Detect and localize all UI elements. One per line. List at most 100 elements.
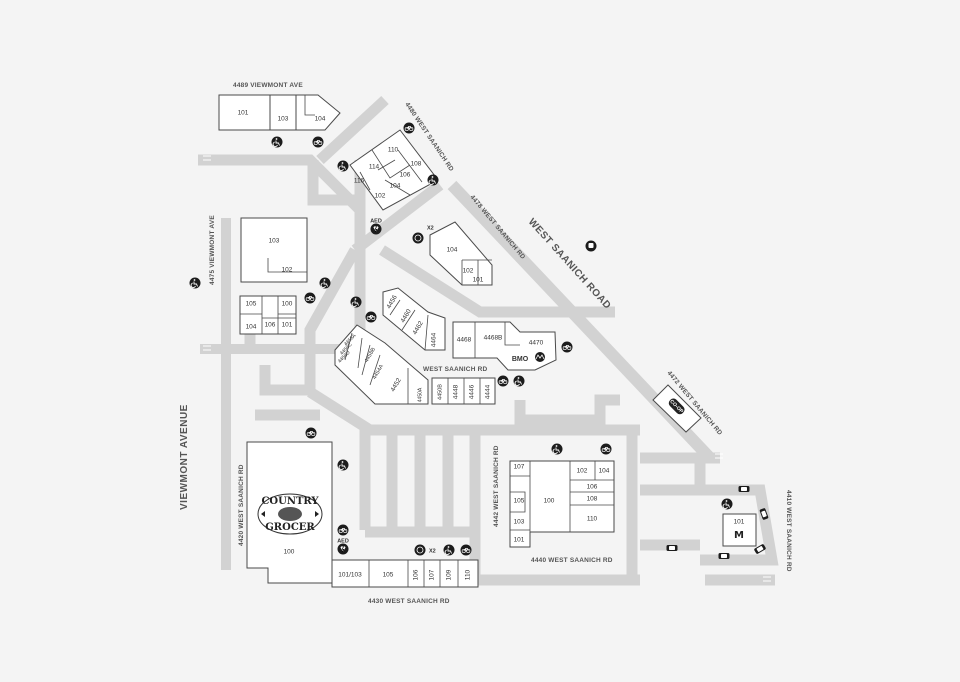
bicycle-icon[interactable] <box>561 341 573 353</box>
street-4489-viewmont: 4489 VIEWMONT AVE <box>233 82 303 89</box>
unit-105: 105 <box>514 498 525 505</box>
bicycle-icon[interactable] <box>460 544 472 556</box>
unit-102: 102 <box>375 193 386 200</box>
street-4442-west-saanich: 4442 WEST SAANICH RD <box>493 445 500 527</box>
unit-4444: 4444 <box>485 384 492 399</box>
building-coop: CO-OP <box>652 384 702 433</box>
unit-101: 101 <box>282 322 293 329</box>
accessible-icon[interactable] <box>189 277 201 289</box>
x2-label: X2 <box>429 548 436 554</box>
unit-105: 105 <box>246 301 257 308</box>
roads <box>198 95 779 586</box>
bicycle-icon[interactable] <box>497 375 509 387</box>
country-grocer-top: COUNTRY <box>261 496 319 507</box>
transit-icon[interactable] <box>585 240 597 252</box>
bike-parking-icon[interactable]: X2 <box>412 225 434 244</box>
unit-116: 116 <box>354 178 365 185</box>
country-grocer-bottom: GROCER <box>265 522 315 533</box>
accessible-icon[interactable] <box>271 136 283 148</box>
aed-label: AED <box>370 218 382 224</box>
unit-101: 101 <box>734 519 745 526</box>
unit-100: 100 <box>282 301 293 308</box>
building-4442-west-saanich: 107 105 103 101 100 102 104 106 108 110 <box>509 460 615 548</box>
x2-label: X2 <box>427 225 434 231</box>
unit-114: 114 <box>369 164 380 171</box>
map-icons: AED X2 AED X2 <box>189 122 769 559</box>
aed-icon[interactable] <box>337 543 349 555</box>
unit-4448: 4448 <box>453 384 460 399</box>
building-4430-west-saanich: 101/103 105 106 107 109 110 <box>331 559 479 588</box>
street-west-saanich-rd: WEST SAANICH RD <box>423 366 487 373</box>
car-icon <box>666 545 678 551</box>
unit-101: 101 <box>473 277 484 284</box>
unit-106: 106 <box>413 569 420 580</box>
building-central-cluster: 4456 4460 4462 4464 4458A 4458C 4458D 44… <box>334 287 496 405</box>
unit-103: 103 <box>514 519 525 526</box>
bicycle-icon[interactable] <box>304 292 316 304</box>
unit-102: 102 <box>282 267 293 274</box>
mcdonalds-icon: M <box>734 530 744 541</box>
unit-108: 108 <box>411 161 422 168</box>
car-icon <box>738 486 750 492</box>
unit-108: 108 <box>587 496 598 503</box>
unit-110: 110 <box>465 569 472 580</box>
unit-104: 104 <box>315 116 326 123</box>
street-4475-viewmont: 4475 VIEWMONT AVE <box>209 215 216 285</box>
unit-104: 104 <box>246 324 257 331</box>
street-4410-west-saanich: 4410 WEST SAANICH RD <box>785 490 792 572</box>
unit-101: 101 <box>514 537 525 544</box>
unit-110: 110 <box>388 147 399 154</box>
bicycle-icon[interactable] <box>365 311 377 323</box>
unit-109: 109 <box>446 569 453 580</box>
car-icon <box>718 553 730 559</box>
unit-107: 107 <box>514 464 525 471</box>
unit-101-103: 101/103 <box>338 572 362 579</box>
bicycle-icon[interactable] <box>600 443 612 455</box>
unit-106: 106 <box>400 172 411 179</box>
accessible-icon[interactable] <box>337 160 349 172</box>
parking-arrow-icon <box>203 155 771 582</box>
building-4475-viewmont: 103 102 105 100 104 106 101 <box>239 217 308 335</box>
building-bmo: 4468 4468B 4470 BMO <box>452 321 557 371</box>
unit-4470: 4470 <box>529 340 544 347</box>
building-4489-viewmont: 101 103 104 <box>218 94 341 131</box>
bicycle-icon[interactable] <box>312 136 324 148</box>
bicycle-icon[interactable] <box>337 524 349 536</box>
unit-4450a: 4450A <box>417 387 423 402</box>
unit-107: 107 <box>429 569 436 580</box>
unit-104: 104 <box>599 468 610 475</box>
accessible-icon[interactable] <box>513 375 525 387</box>
accessible-icon[interactable] <box>350 296 362 308</box>
unit-4468b: 4468B <box>484 335 503 342</box>
accessible-icon[interactable] <box>427 174 439 186</box>
unit-4450b: 4450B <box>437 384 443 400</box>
accessible-icon[interactable] <box>721 498 733 510</box>
unit-110: 110 <box>587 516 598 523</box>
accessible-icon[interactable] <box>319 277 331 289</box>
unit-4446: 4446 <box>469 384 476 399</box>
accessible-icon[interactable] <box>443 544 455 556</box>
street-west-saanich-road: WEST SAANICH ROAD <box>526 217 613 312</box>
unit-103: 103 <box>269 238 280 245</box>
accessible-icon[interactable] <box>337 459 349 471</box>
accessible-icon[interactable] <box>551 443 563 455</box>
aed-icon[interactable] <box>370 223 382 235</box>
bike-parking-icon[interactable]: X2 <box>414 544 436 556</box>
street-4440-west-saanich: 4440 WEST SAANICH RD <box>531 557 613 564</box>
street-viewmont-avenue: VIEWMONT AVENUE <box>179 404 190 510</box>
unit-100: 100 <box>544 498 555 505</box>
unit-102: 102 <box>577 468 588 475</box>
building-country-grocer: 100 COUNTRY GROCER <box>246 441 333 584</box>
aed-label: AED <box>337 538 349 544</box>
bmo-icon <box>535 352 545 362</box>
building-4480-west-saanich: 110 108 114 106 104 116 102 <box>349 129 439 211</box>
unit-101: 101 <box>238 110 249 117</box>
bmo-label: BMO <box>512 356 529 363</box>
unit-106: 106 <box>587 484 598 491</box>
unit-104: 104 <box>390 183 401 190</box>
bicycle-icon[interactable] <box>305 427 317 439</box>
unit-4468: 4468 <box>457 337 472 344</box>
unit-4464: 4464 <box>431 332 438 347</box>
street-4420-west-saanich: 4420 WEST SAANICH RD <box>238 464 245 546</box>
bicycle-icon[interactable] <box>403 122 415 134</box>
